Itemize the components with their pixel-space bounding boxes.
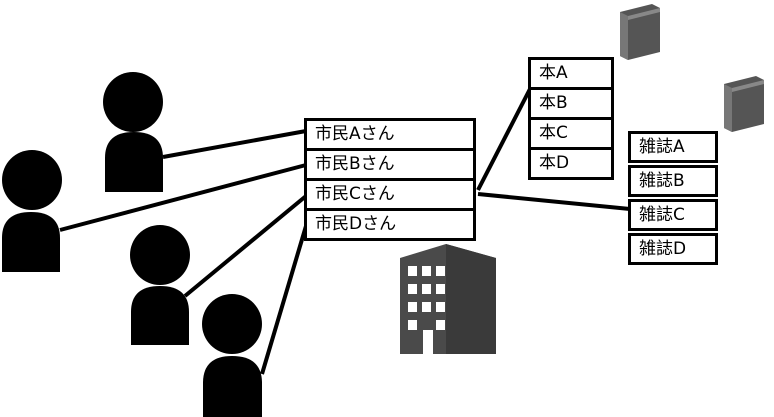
- magazine-item: 雑誌B: [628, 165, 718, 197]
- building-icon: [400, 244, 496, 354]
- magazine-list: 雑誌A 雑誌B 雑誌C 雑誌D: [628, 131, 718, 265]
- magazine-item: 雑誌C: [628, 199, 718, 231]
- citizen-item: 市民Cさん: [304, 178, 476, 211]
- link-citizenC-magazines: [477, 192, 631, 211]
- citizen-item: 市民Dさん: [304, 208, 476, 241]
- book-item: 本D: [528, 147, 614, 180]
- book-item: 本B: [528, 87, 614, 120]
- link-citizenC-books: [476, 86, 533, 191]
- citizen-item: 市民Bさん: [304, 148, 476, 181]
- link-person2-citizenB: [59, 163, 307, 232]
- person-icon-3: [130, 225, 190, 345]
- person-icon-1: [103, 72, 163, 192]
- book-icon-1: [620, 4, 660, 60]
- magazine-item: 雑誌D: [628, 233, 718, 265]
- book-icon-2: [724, 76, 764, 132]
- person-icon-2: [2, 150, 62, 272]
- book-list: 本A 本B 本C 本D: [528, 57, 614, 180]
- link-person3-citizenC: [183, 194, 308, 298]
- citizen-item: 市民Aさん: [304, 118, 476, 151]
- book-item: 本A: [528, 57, 614, 90]
- link-person1-citizenA: [162, 129, 307, 159]
- magazine-item: 雑誌A: [628, 131, 718, 163]
- link-person4-citizenD: [260, 225, 308, 375]
- person-icon-4: [202, 294, 262, 417]
- citizen-list: 市民Aさん 市民Bさん 市民Cさん 市民Dさん: [304, 118, 476, 241]
- book-item: 本C: [528, 117, 614, 150]
